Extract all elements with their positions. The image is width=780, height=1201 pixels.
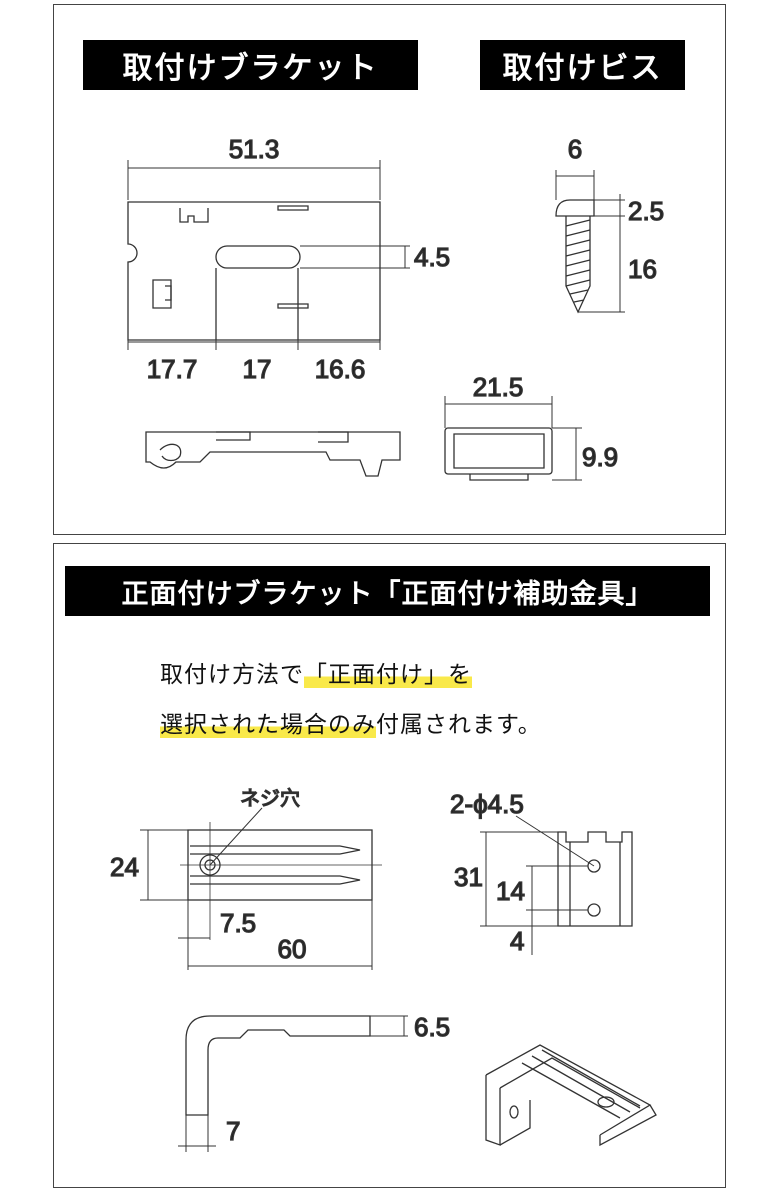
dim-screw-head-height: 2.5 <box>628 196 664 226</box>
bracket-title: 取付けブラケット <box>83 40 418 90</box>
dim-thickness-leg: 7 <box>226 1116 240 1146</box>
dim-screw-length: 16 <box>628 254 657 284</box>
screw-title: 取付けビス <box>480 40 685 90</box>
dim-thickness-top: 6.5 <box>414 1012 450 1042</box>
label-screw-hole: ネジ穴 <box>240 787 300 810</box>
note-line-1-plain: 取付け方法で <box>160 662 304 688</box>
dim-slot-height: 4.5 <box>414 242 450 272</box>
dim-hole-spec: 2-ϕ4.5 <box>450 789 524 819</box>
front-bracket-l-profile <box>185 1015 371 1116</box>
note-line-2-highlight: 選択された場合のみ <box>160 712 376 738</box>
dim-side-width: 21.5 <box>473 372 524 402</box>
dim-side-height: 9.9 <box>582 442 618 472</box>
bracket-profile-view <box>145 431 401 477</box>
dim-seg-c: 16.6 <box>315 354 366 384</box>
screw-dims <box>555 170 625 313</box>
dim-seg-a: 17.7 <box>147 354 198 384</box>
note-line-2: 選択された場合のみ付属されます。 <box>160 705 542 739</box>
front-bracket-panel <box>53 543 726 1188</box>
bracket-side-view <box>444 427 553 481</box>
dim-bracket-width: 51.3 <box>229 134 280 164</box>
dim-hole-pitch: 14 <box>496 876 525 906</box>
screw-drawing <box>555 199 595 314</box>
dim-hole-offset: 7.5 <box>220 908 256 938</box>
dim-plate-height: 31 <box>454 862 483 892</box>
dim-hole-bottom: 4 <box>510 926 524 956</box>
dim-seg-b: 17 <box>243 354 272 384</box>
front-bracket-top-dims <box>140 807 373 970</box>
front-bracket-title: 正面付けブラケット「正面付け補助金具」 <box>65 566 710 616</box>
bracket-side-dims <box>444 396 582 481</box>
note-line-1: 取付け方法で「正面付け」を <box>160 655 472 689</box>
dim-screw-head-width: 6 <box>568 134 582 164</box>
bracket-panel <box>53 4 726 535</box>
bracket-top-view <box>127 201 381 341</box>
note-line-1-highlight: 「正面付け」を <box>304 662 472 688</box>
note-line-2-plain: 付属されます。 <box>376 712 542 738</box>
front-bracket-isometric <box>485 1044 657 1147</box>
bracket-top-dims <box>127 160 410 350</box>
front-bracket-l-dims <box>178 1015 408 1152</box>
front-bracket-plate-view <box>557 831 633 927</box>
front-bracket-plate-dims <box>480 815 595 955</box>
front-bracket-top-view <box>180 822 382 940</box>
dim-front-height: 24 <box>110 852 139 882</box>
dim-front-length: 60 <box>278 934 307 964</box>
